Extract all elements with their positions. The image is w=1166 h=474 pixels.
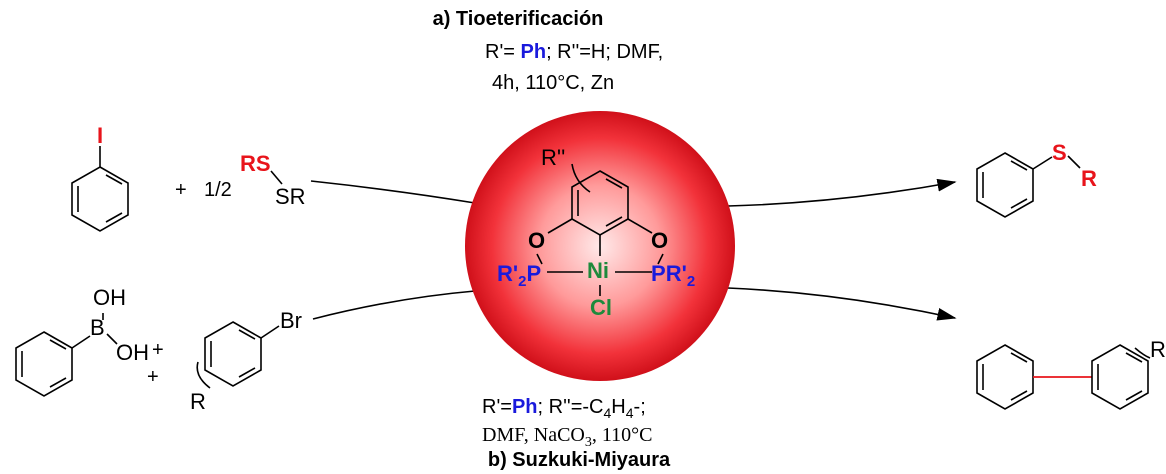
left-pr2-label: R'2P [497, 261, 541, 290]
product-r-label: R [1081, 166, 1097, 191]
chlorine-label: Cl [590, 295, 612, 320]
arrow-a-out [727, 178, 957, 207]
disulfide-coefficient: 1/2 [204, 179, 232, 201]
plus-sign-b: + [147, 366, 159, 388]
iodobenzene: I [71, 123, 129, 232]
reaction-b-conditions-line1: R'=Ph; R''=-C4H4-; [482, 396, 646, 421]
disulfide-rs-label: RS [240, 151, 271, 176]
bromine-label: Br [280, 308, 302, 333]
reaction-b-conditions-line2: DMF, NaCO3, 110°C [482, 424, 652, 450]
right-pr2-label: PR'2 [651, 261, 695, 290]
disulfide: RS SR [240, 151, 306, 209]
boronic-plus-small: + [152, 339, 164, 361]
bromo-r-label: R [190, 389, 206, 414]
reaction-b-title: b) Suzkuki-Miyaura [488, 449, 671, 471]
arrow-b-out [727, 287, 957, 321]
hydroxyl-top-label: OH [93, 285, 126, 310]
disulfide-sr-label: SR [275, 184, 306, 209]
biaryl-product: R [976, 337, 1166, 410]
reaction-a-conditions-line1: R'= Ph; R''=H; DMF, [485, 41, 663, 63]
aryl-bromide: Br R [190, 308, 302, 414]
biaryl-r-label: R [1150, 337, 1166, 362]
reaction-a-title: a) Tioeterificación [433, 8, 604, 30]
arrow-b-in [312, 290, 476, 320]
nickel-label: Ni [587, 258, 609, 283]
oxygen-right-label: O [651, 228, 668, 253]
product-sulfur-label: S [1052, 140, 1067, 165]
iodine-label: I [97, 123, 103, 148]
oxygen-left-label: O [528, 228, 545, 253]
ph-label-b: Ph [512, 396, 538, 418]
reaction-a-conditions-line2: 4h, 110°C, Zn [492, 72, 614, 94]
pincer-nickel-complex: R'' O O Ni Cl R'2P PR'2 [497, 145, 695, 320]
r-double-prime-label: R'' [541, 145, 565, 170]
thioether-product: S R [976, 140, 1097, 218]
boron-label: B [90, 315, 105, 340]
plus-sign-a: + [175, 179, 187, 201]
ph-label: Ph [521, 41, 547, 63]
hydroxyl-right-label: OH [116, 340, 149, 365]
arrow-a-in [310, 180, 476, 204]
phenylboronic-acid: B OH OH + [15, 285, 164, 397]
